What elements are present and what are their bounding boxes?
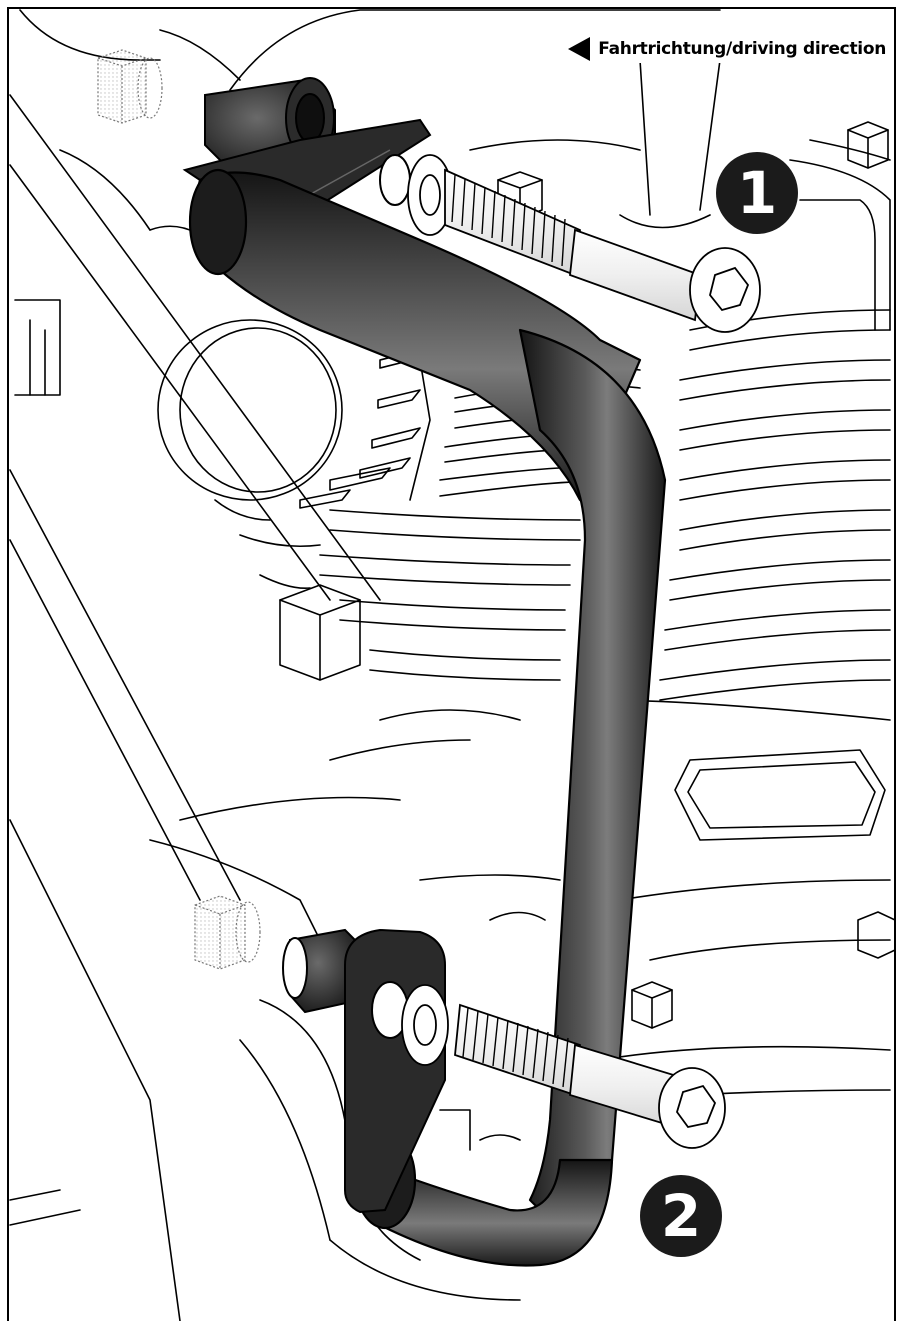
callout-1: 1 [716,152,798,234]
hidden-nut-bottom [194,895,261,970]
hidden-nut-top [97,49,163,124]
bottom-spacer [282,928,361,1014]
callout-2: 2 [640,1175,722,1257]
diagram-frame [7,7,896,1321]
top-bolt [407,154,761,333]
bottom-bolt [401,984,726,1149]
driving-direction-label: Fahrtrichtung/driving direction [564,35,892,63]
driving-direction-text: Fahrtrichtung/driving direction [598,39,886,59]
engine-line-art [9,9,896,1322]
arrow-left-icon [568,37,591,61]
